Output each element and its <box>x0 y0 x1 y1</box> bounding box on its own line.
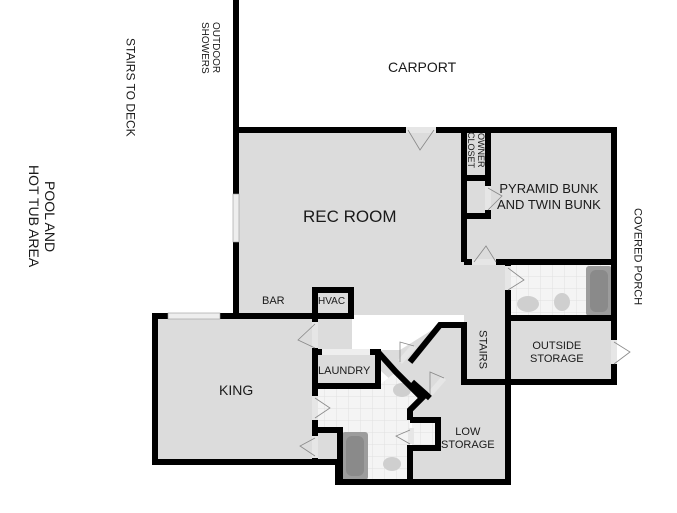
bunk-door <box>472 259 496 265</box>
outside-storage-label: OUTSIDE STORAGE <box>530 340 584 366</box>
bar-label: BAR <box>262 295 285 307</box>
floor-areas <box>155 130 614 482</box>
outdoor-showers-label: OUTDOOR SHOWERS <box>199 22 221 74</box>
rec-room-east-floor <box>464 262 508 382</box>
owner-closet-line-2: CLOSET <box>466 132 476 169</box>
king-floor <box>155 316 315 462</box>
laundry-doors <box>322 349 370 355</box>
pool-hot-tub-label: POOL AND HOT TUB AREA <box>26 165 58 267</box>
king-label: KING <box>219 382 254 398</box>
bunk-bath-door <box>505 266 511 290</box>
sink-bunk <box>517 296 539 312</box>
low-storage-line-1: LOW <box>455 426 481 438</box>
outside-storage-door <box>611 340 617 364</box>
rec-room-floor <box>236 130 464 315</box>
toilet-bunk <box>554 293 570 311</box>
stairs-label: STAIRS <box>476 330 489 369</box>
pool-line-1: POOL AND <box>42 180 58 252</box>
outside-storage-line-2: STORAGE <box>530 353 584 365</box>
linen-floor <box>315 430 339 462</box>
fixtures <box>342 266 612 480</box>
rec-room-door <box>406 127 436 133</box>
laundry-floor <box>315 352 378 386</box>
bunk-line-2: AND TWIN BUNK <box>497 197 601 212</box>
walls <box>152 0 617 485</box>
hall-door-1 <box>398 344 416 364</box>
stairs-to-deck-label: STAIRS TO DECK <box>123 38 138 137</box>
openings <box>167 127 631 458</box>
low-storage-floor <box>412 382 508 482</box>
outdoor-showers-line-1: OUTDOOR <box>210 22 221 74</box>
carport-label: CARPORT <box>388 59 457 75</box>
low-storage-label: LOW STORAGE <box>441 426 495 452</box>
owner-closet-line-1: OWNER <box>476 132 486 168</box>
covered-porch-label: COVERED PORCH <box>631 208 644 306</box>
outside-storage-line-1: OUTSIDE <box>532 340 582 352</box>
rec-room-window <box>232 193 240 243</box>
bunk-line-1: PYRAMID BUNK <box>499 181 599 196</box>
king-bath-door <box>312 396 318 420</box>
low-storage-door <box>408 428 414 444</box>
king-closet-door <box>312 436 318 458</box>
laundry-label: LAUNDRY <box>318 365 371 377</box>
rec-room-label: REC ROOM <box>303 207 397 226</box>
bunk-room-label: PYRAMID BUNK AND TWIN BUNK <box>497 181 601 213</box>
king-window <box>167 312 221 320</box>
bunk-closet-door <box>485 186 491 210</box>
toilet-main <box>383 457 401 471</box>
outdoor-showers-line-2: SHOWERS <box>199 22 210 74</box>
hall-door-2 <box>428 376 446 396</box>
outside-storage-floor <box>508 318 614 382</box>
hvac-label: HVAC <box>318 296 346 307</box>
pool-line-2: HOT TUB AREA <box>26 165 42 268</box>
king-door <box>312 322 318 348</box>
owner-closet-label: OWNER CLOSET <box>466 132 486 168</box>
low-storage-line-2: STORAGE <box>441 439 495 451</box>
